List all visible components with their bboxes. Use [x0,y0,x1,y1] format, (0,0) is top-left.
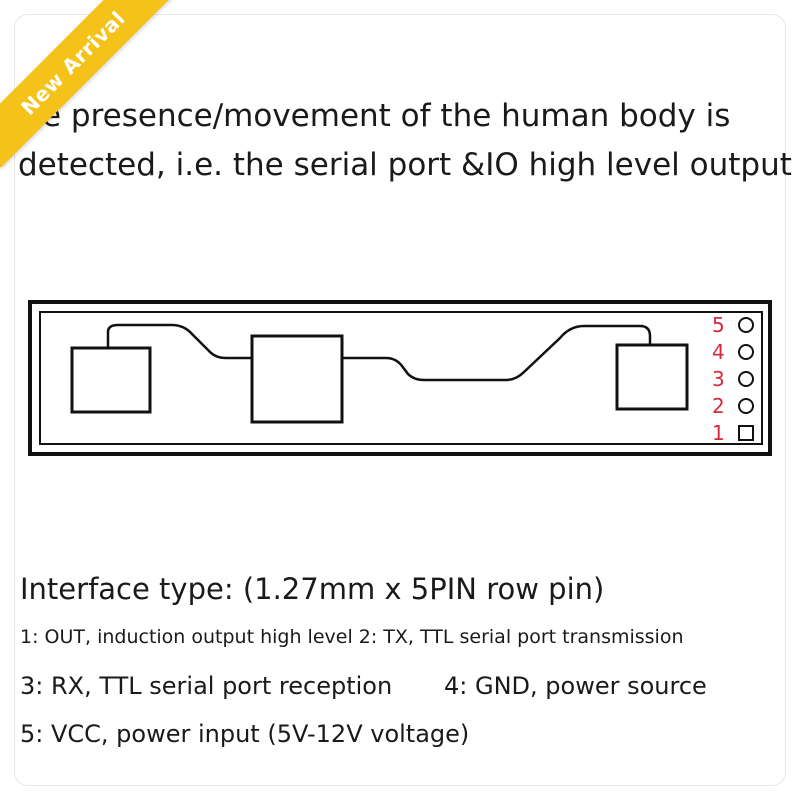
pin-1-pad-square [738,425,754,441]
pin-number-5: 5 [712,313,725,337]
right-antenna-block [615,343,689,411]
pin-number-4: 4 [712,340,725,364]
pin-number-3: 3 [712,367,725,391]
headline-line-1: e presence/movement of the human body is [42,98,731,134]
pin-5-description: 5: VCC, power input (5V-12V voltage) [20,720,470,748]
center-chip-block [250,334,344,424]
pin-3-pad [738,371,754,387]
pin-1-2-description: 1: OUT, induction output high level 2: T… [20,626,684,648]
pin-4-pad [738,344,754,360]
image-frame [14,14,786,786]
pin-3-description: 3: RX, TTL serial port reception [20,672,393,700]
interface-type-title: Interface type: (1.27mm x 5PIN row pin) [20,572,605,606]
left-antenna-block [70,346,152,414]
trace-chip-to-right [342,324,652,382]
pin-2-pad [738,398,754,414]
pin-header: 5 4 3 2 1 [712,313,754,445]
trace-left-to-chip [106,323,252,360]
pin-number-1: 1 [712,421,725,445]
pin-4-description: 4: GND, power source [444,672,707,700]
pin-number-2: 2 [712,394,725,418]
pin-5-pad [738,317,754,333]
headline-line-2: detected, i.e. the serial port &IO high … [18,147,792,183]
